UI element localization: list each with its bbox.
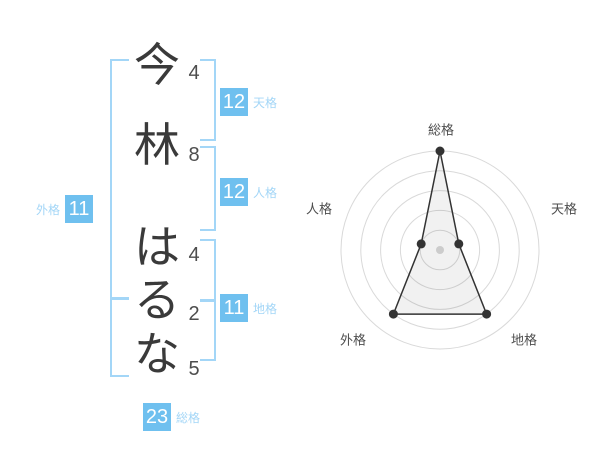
tenkaku-badge: 12 [220, 88, 248, 116]
jinkaku-badge: 12 [220, 178, 248, 206]
name-char-2: 林 [134, 119, 180, 171]
stroke-count-4: 2 [188, 303, 200, 325]
radar-axis-label: 総格 [428, 123, 454, 138]
stroke-count-5: 5 [188, 358, 200, 380]
radar-center-dot [436, 246, 444, 254]
jinkaku-bracket [200, 146, 216, 231]
chikaku-badge: 11 [220, 294, 248, 322]
radar-vertex-dot [482, 309, 492, 319]
name-char-3: は [134, 221, 180, 273]
radar-axis-label: 地格 [511, 333, 537, 348]
chikaku-bracket [200, 239, 216, 361]
gaikaku-bracket [110, 59, 129, 377]
name-char-5: な [134, 328, 180, 380]
radar-axis-label: 外格 [340, 333, 366, 348]
name-char-4: る [134, 274, 180, 326]
stroke-count-2: 8 [188, 144, 200, 166]
stroke-count-1: 4 [188, 62, 200, 84]
name-char-1: 今 [134, 39, 180, 91]
chikaku-bracket-mid-tick [200, 299, 214, 302]
radar-ring [419, 229, 461, 271]
radar-ring [360, 170, 520, 330]
stroke-count-3: 4 [188, 244, 200, 266]
soukaku-score: 23 総格 [143, 403, 200, 431]
radar-vertex-dot [454, 239, 464, 249]
radar-vertex-dot [388, 309, 398, 319]
radar-ring [380, 190, 500, 310]
radar-polygon [392, 150, 488, 315]
jinkaku-score: 12 人格 [220, 178, 277, 206]
tenkaku-score: 12 天格 [220, 88, 277, 116]
soukaku-badge: 23 [143, 403, 171, 431]
jinkaku-label: 人格 [253, 185, 278, 200]
gaikaku-label: 外格 [36, 202, 61, 217]
radar-vertex-dot [416, 239, 426, 249]
radar-ring [399, 209, 481, 291]
gaikaku-bracket-mid-tick [112, 297, 129, 300]
chikaku-score: 11 地格 [220, 294, 277, 322]
radar-vertex-dot [435, 146, 445, 156]
soukaku-label: 総格 [176, 410, 201, 425]
tenkaku-bracket [200, 59, 216, 141]
radar-axis-label: 天格 [551, 202, 577, 217]
chikaku-label: 地格 [253, 301, 278, 316]
gaikaku-score: 外格 11 [36, 195, 94, 223]
tenkaku-label: 天格 [253, 95, 278, 110]
gaikaku-badge: 11 [65, 195, 94, 223]
radar-axis-label: 人格 [306, 202, 332, 217]
